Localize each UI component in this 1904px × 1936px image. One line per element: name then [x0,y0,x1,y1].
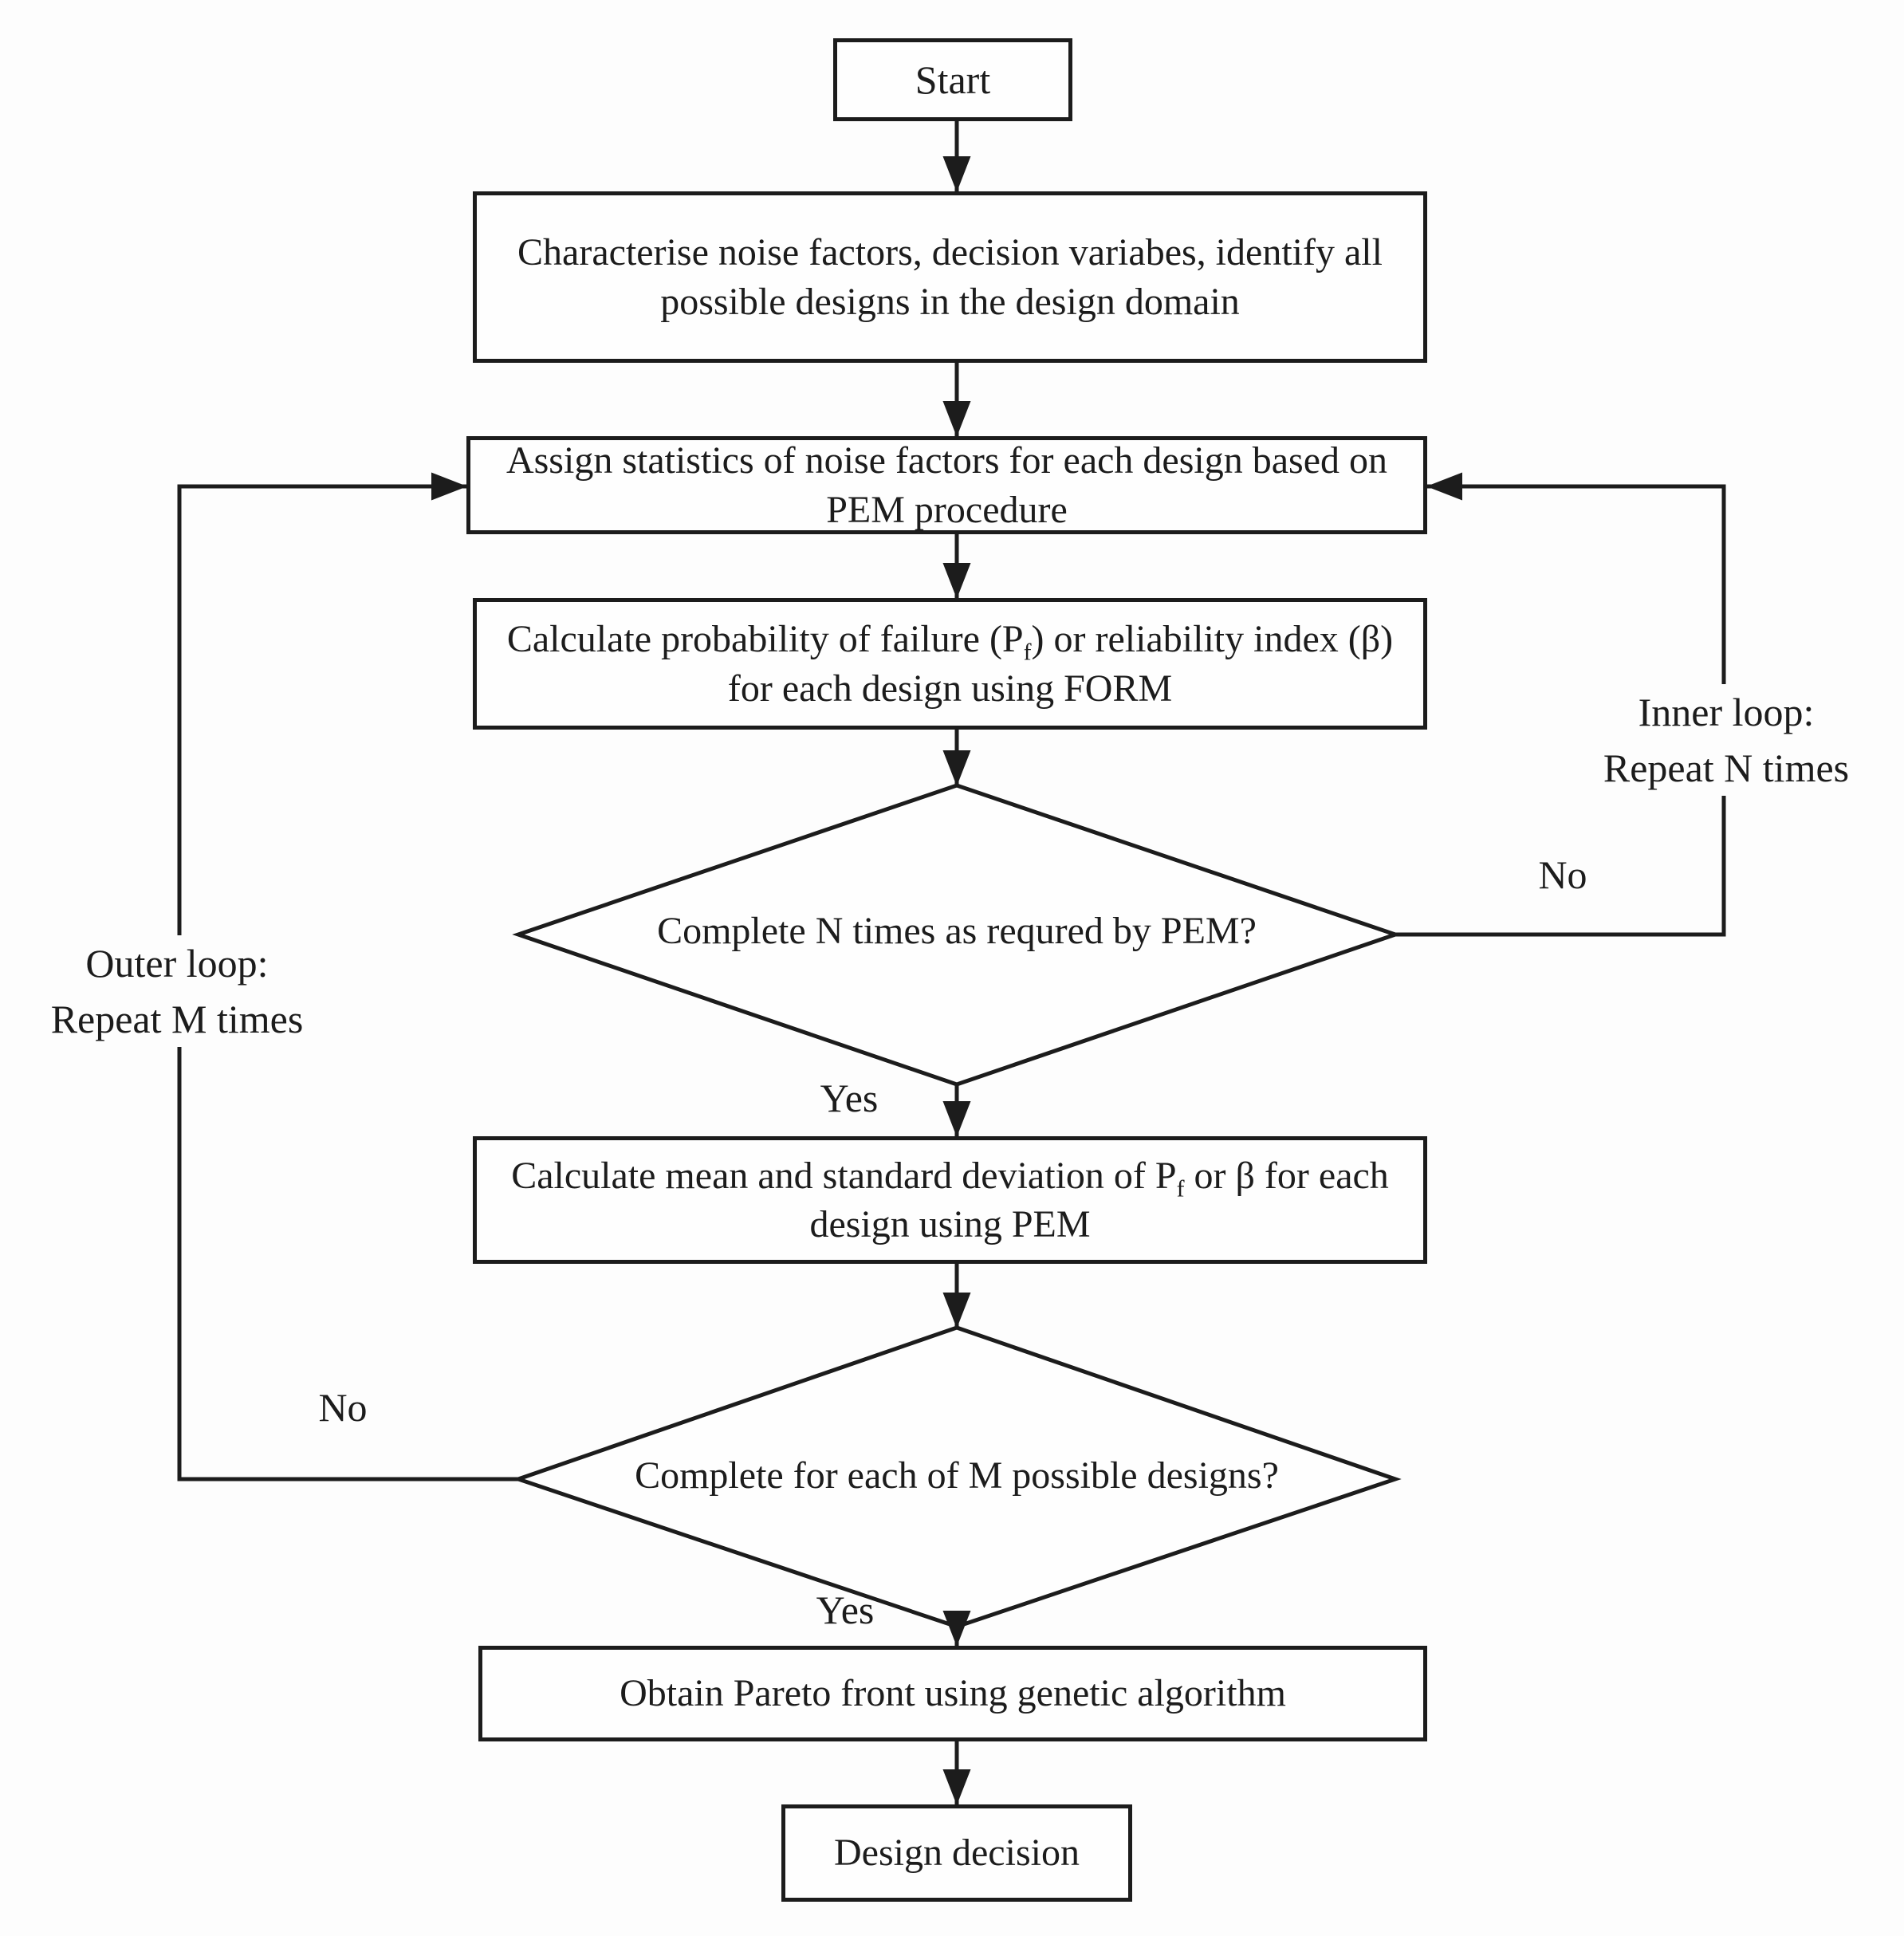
pf-subscript: f [1176,1175,1185,1202]
decision-n-no-label: No [1538,852,1587,897]
outer-loop-line1: Outer loop: [85,941,269,986]
outer-loop-annotation: Outer loop: Repeat M times [16,935,338,1047]
pareto-front-node: Obtain Pareto front using genetic algori… [478,1646,1427,1741]
inner-loop-line1: Inner loop: [1638,690,1815,734]
inner-loop-line2: Repeat N times [1603,746,1850,790]
decision-m-no-label: No [318,1385,368,1430]
start-node: Start [833,38,1072,121]
characterise-node: Characterise noise factors, decision var… [473,191,1427,363]
calculate-form-node: Calculate probability of failure (Pf) or… [473,598,1427,730]
pf-subscript: f [1023,639,1032,666]
characterise-label: Characterise noise factors, decision var… [517,231,1383,323]
start-label: Start [915,57,991,102]
calculate-pem-node: Calculate mean and standard deviation of… [473,1136,1427,1264]
decision-n-label: Complete N times as requred by PEM? [657,910,1257,952]
inner-loop-annotation: Inner loop: Repeat N times [1559,684,1894,796]
decision-m-yes-label: Yes [816,1588,875,1632]
decision-m-label: Complete for each of M possible designs? [635,1454,1279,1497]
assign-statistics-node: Assign statistics of noise factors for e… [466,436,1427,534]
decision-n-yes-label: Yes [820,1076,879,1120]
calculate-form-label: Calculate probability of failure (Pf) or… [506,618,1394,710]
calculate-pem-label: Calculate mean and standard deviation of… [511,1154,1389,1245]
design-decision-label: Design decision [834,1832,1080,1875]
outer-loop-line2: Repeat M times [50,997,304,1041]
pareto-front-label: Obtain Pareto front using genetic algori… [620,1672,1286,1715]
assign-statistics-label: Assign statistics of noise factors for e… [506,439,1388,531]
design-decision-node: Design decision [781,1804,1132,1902]
